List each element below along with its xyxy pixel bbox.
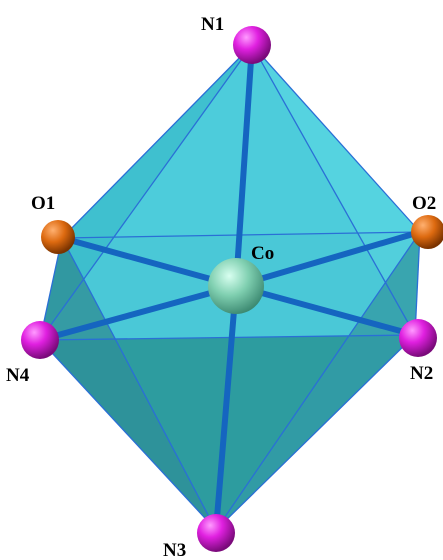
- face-n1-n4-n2: [40, 45, 415, 340]
- bond-co-o2: [233, 229, 423, 289]
- label-o1: O1: [31, 193, 55, 214]
- edge-n1-o1: [61, 44, 253, 239]
- label-n4: N4: [6, 365, 30, 386]
- edge-n3-n2: [215, 334, 416, 531]
- edge-n1-n2: [251, 44, 416, 336]
- coordination-bonds: [37, 42, 423, 533]
- edge-n3-n4: [39, 339, 217, 531]
- bond-co-n3: [213, 283, 239, 533]
- edge-n3-o1: [61, 237, 217, 531]
- atom-labels: N1 O1 O2 Co N4 N2 N3: [6, 14, 436, 560]
- atom-o2: [411, 215, 443, 249]
- atom-n3: [197, 514, 235, 552]
- label-n2: N2: [410, 363, 433, 384]
- face-n1-n2-o2: [252, 45, 420, 335]
- atom-n4: [21, 321, 59, 359]
- face-n3-o1-n4: [40, 238, 216, 530]
- edge-n3-o2: [215, 231, 421, 531]
- label-n3: N3: [163, 540, 186, 560]
- label-n1: N1: [201, 14, 224, 35]
- atoms: [21, 26, 443, 552]
- bond-co-n4: [37, 283, 239, 343]
- edge-o2-n2: [414, 231, 421, 336]
- atom-o1: [41, 220, 75, 254]
- atom-co: [208, 258, 264, 314]
- atom-n2: [399, 319, 437, 357]
- bond-co-o1: [59, 235, 239, 289]
- edge-n1-n4: [39, 44, 253, 341]
- edge-n4-n2: [39, 334, 416, 341]
- bond-co-n2: [233, 283, 418, 338]
- label-o2: O2: [412, 193, 436, 214]
- bond-co-n1: [233, 42, 255, 289]
- edge-n1-o2: [251, 44, 421, 233]
- label-co: Co: [251, 243, 274, 264]
- atom-n1: [233, 26, 271, 64]
